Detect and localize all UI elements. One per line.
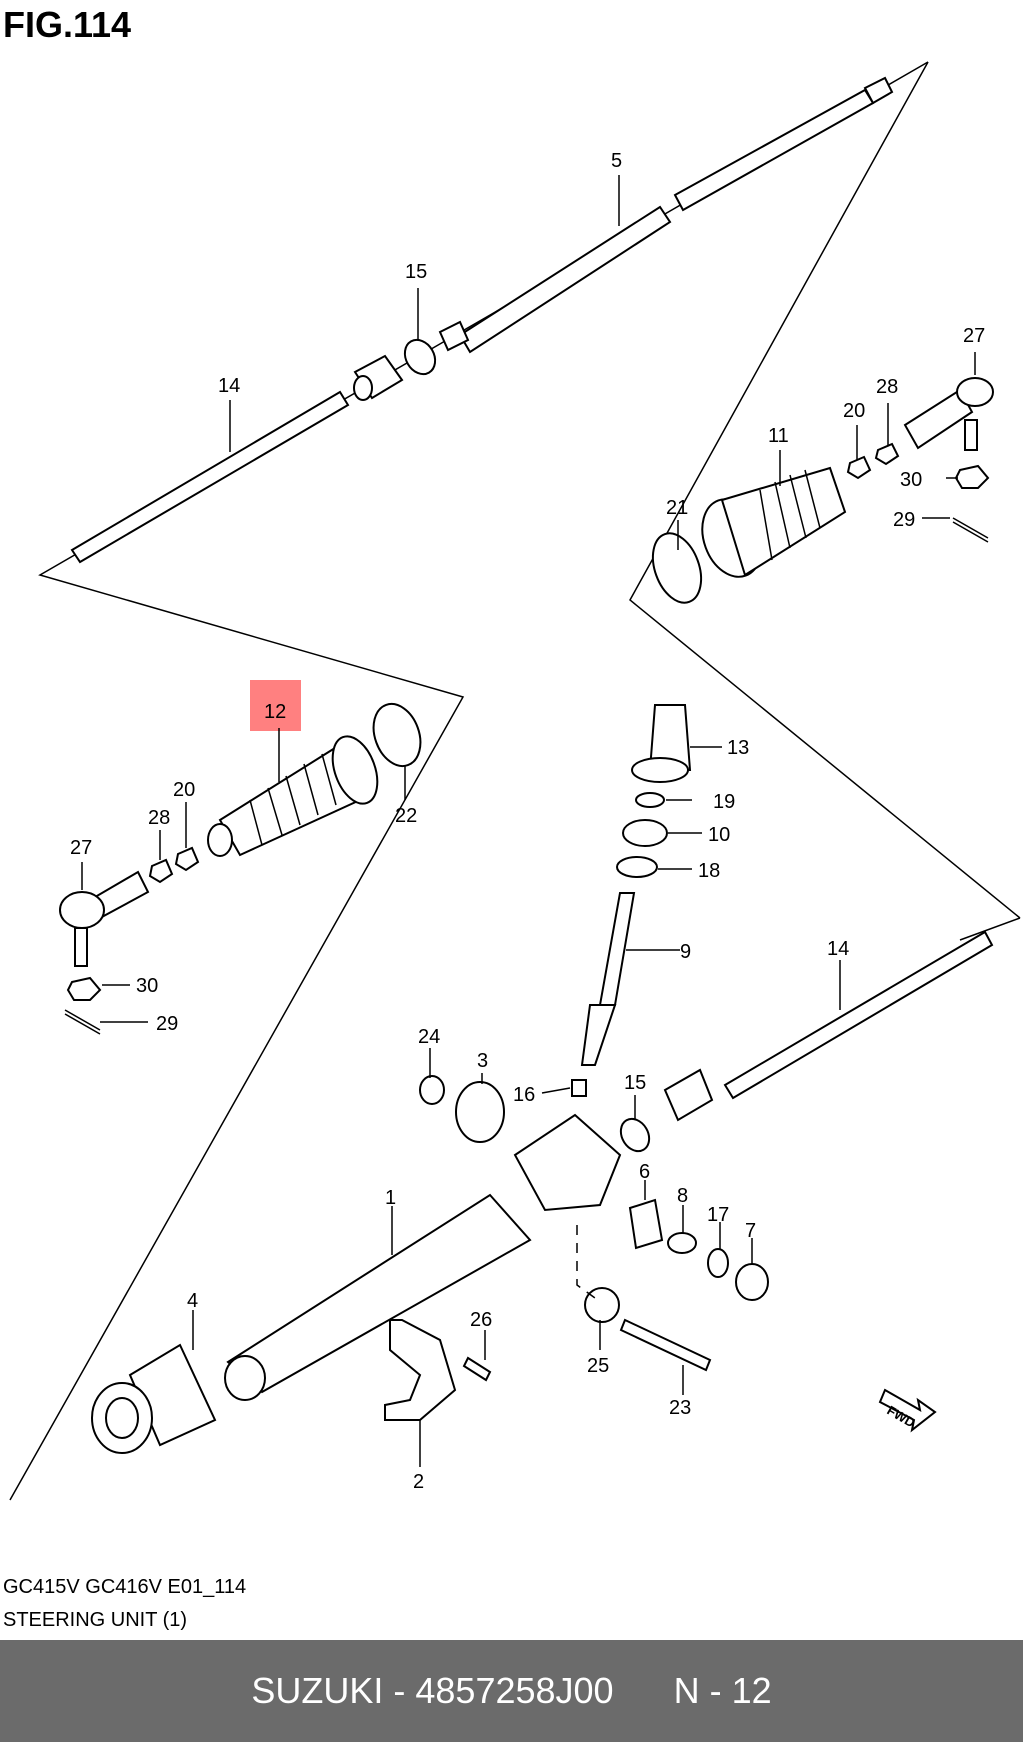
callout-20-left[interactable]: 20 <box>173 779 195 801</box>
part-pinion-seal[interactable] <box>635 792 665 808</box>
part-castle-nut-left[interactable] <box>66 976 102 1001</box>
part-boot-left[interactable] <box>207 730 386 857</box>
part-cotter-pin-right[interactable] <box>952 517 989 543</box>
part-nut-left-20[interactable] <box>174 846 200 872</box>
callout-labels: 5 15 14 27 28 20 11 30 29 21 12 22 20 28… <box>70 150 985 1493</box>
callout-23[interactable]: 23 <box>669 1397 691 1419</box>
callout-5[interactable]: 5 <box>611 150 622 172</box>
part-oring-17[interactable] <box>707 1248 729 1278</box>
part-spring-8[interactable] <box>667 1232 697 1254</box>
callout-26[interactable]: 26 <box>470 1309 492 1331</box>
part-pinion-plug[interactable] <box>622 819 668 847</box>
callout-30-left[interactable]: 30 <box>136 975 158 997</box>
part-pinion-shaft[interactable] <box>580 892 636 1066</box>
callout-1[interactable]: 1 <box>385 1187 396 1209</box>
part-bolt-26[interactable] <box>462 1356 492 1382</box>
part-rack-guide[interactable] <box>628 1198 664 1250</box>
callout-27-left[interactable]: 27 <box>70 837 92 859</box>
part-mounting-sleeve[interactable] <box>91 1343 217 1454</box>
callout-21[interactable]: 21 <box>666 497 688 519</box>
part-rack-housing[interactable] <box>224 1113 622 1401</box>
callout-16[interactable]: 16 <box>513 1084 535 1106</box>
callout-8[interactable]: 8 <box>677 1185 688 1207</box>
part-castle-nut-right[interactable] <box>954 464 990 489</box>
part-bolt-23[interactable] <box>619 1318 712 1372</box>
callout-12[interactable]: 12 <box>264 701 286 723</box>
callout-24[interactable]: 24 <box>418 1026 440 1048</box>
callout-11[interactable]: 11 <box>768 425 789 447</box>
part-bracket[interactable] <box>384 1319 457 1421</box>
part-bushing-3[interactable] <box>455 1081 505 1143</box>
callout-20-right[interactable]: 20 <box>843 400 865 422</box>
callout-30-right[interactable]: 30 <box>900 469 922 491</box>
part-washer-upper[interactable] <box>399 334 441 379</box>
callout-15-upper[interactable]: 15 <box>405 261 427 283</box>
callout-28-left[interactable]: 28 <box>148 807 170 829</box>
callout-14-upper[interactable]: 14 <box>218 375 240 397</box>
part-tie-rod-end-right[interactable] <box>903 377 994 451</box>
callout-28-right[interactable]: 28 <box>876 376 898 398</box>
figure-caption: STEERING UNIT (1) <box>3 1609 188 1631</box>
part-plug-16[interactable] <box>571 1079 587 1097</box>
callout-27-right[interactable]: 27 <box>963 325 985 347</box>
callout-4[interactable]: 4 <box>187 1290 198 1312</box>
callout-10[interactable]: 10 <box>708 824 730 846</box>
callout-3[interactable]: 3 <box>477 1050 488 1072</box>
callout-29-right[interactable]: 29 <box>893 509 915 531</box>
footer-text: SUZUKI - 4857258J00 N - 12 <box>251 1670 772 1711</box>
part-tie-rod-end-left[interactable] <box>59 870 150 967</box>
part-washer-lower[interactable] <box>615 1114 655 1156</box>
part-cotter-pin-left[interactable] <box>64 1009 101 1035</box>
leader-lines <box>81 175 976 1467</box>
part-cap-7[interactable] <box>735 1263 769 1301</box>
group-frame-lines <box>9 61 1021 1501</box>
fwd-arrow: FWD <box>878 1388 937 1433</box>
callout-17[interactable]: 17 <box>707 1204 729 1226</box>
callout-15-lower[interactable]: 15 <box>624 1072 646 1094</box>
callout-7[interactable]: 7 <box>745 1220 756 1242</box>
part-washer-25[interactable] <box>584 1287 620 1323</box>
callout-9[interactable]: 9 <box>680 941 691 963</box>
callout-18[interactable]: 18 <box>698 860 720 882</box>
callout-25[interactable]: 25 <box>587 1355 609 1377</box>
part-washer-24[interactable] <box>419 1075 445 1105</box>
part-nut-right-28[interactable] <box>874 442 900 466</box>
callout-19[interactable]: 19 <box>713 791 735 813</box>
figure-title: FIG.114 <box>3 4 132 45</box>
callout-2[interactable]: 2 <box>413 1471 424 1493</box>
callout-14-lower[interactable]: 14 <box>827 938 849 960</box>
part-boot-right[interactable] <box>692 466 847 585</box>
figure-code: GC415V GC416V E01_114 <box>3 1576 247 1598</box>
part-clamp-left[interactable] <box>365 697 428 772</box>
part-clamp-right[interactable] <box>644 527 710 610</box>
part-pinion-oring[interactable] <box>616 856 658 878</box>
part-rod[interactable] <box>438 76 894 354</box>
highlight-box[interactable] <box>250 680 301 731</box>
callout-29-left[interactable]: 29 <box>156 1013 178 1035</box>
part-nut-right-20[interactable] <box>846 455 872 480</box>
part-pinion-boot[interactable] <box>631 704 692 783</box>
callout-6[interactable]: 6 <box>639 1161 650 1183</box>
exploded-parts-diagram: FWD <box>9 61 1021 1501</box>
part-tie-rod-upper[interactable] <box>70 354 404 564</box>
footer-bar: SUZUKI - 4857258J00 N - 12 <box>0 1640 1023 1742</box>
part-nut-left-28[interactable] <box>148 858 174 884</box>
callout-13[interactable]: 13 <box>727 737 749 759</box>
part-tie-rod-lower[interactable] <box>663 930 994 1122</box>
callout-22[interactable]: 22 <box>395 805 417 827</box>
